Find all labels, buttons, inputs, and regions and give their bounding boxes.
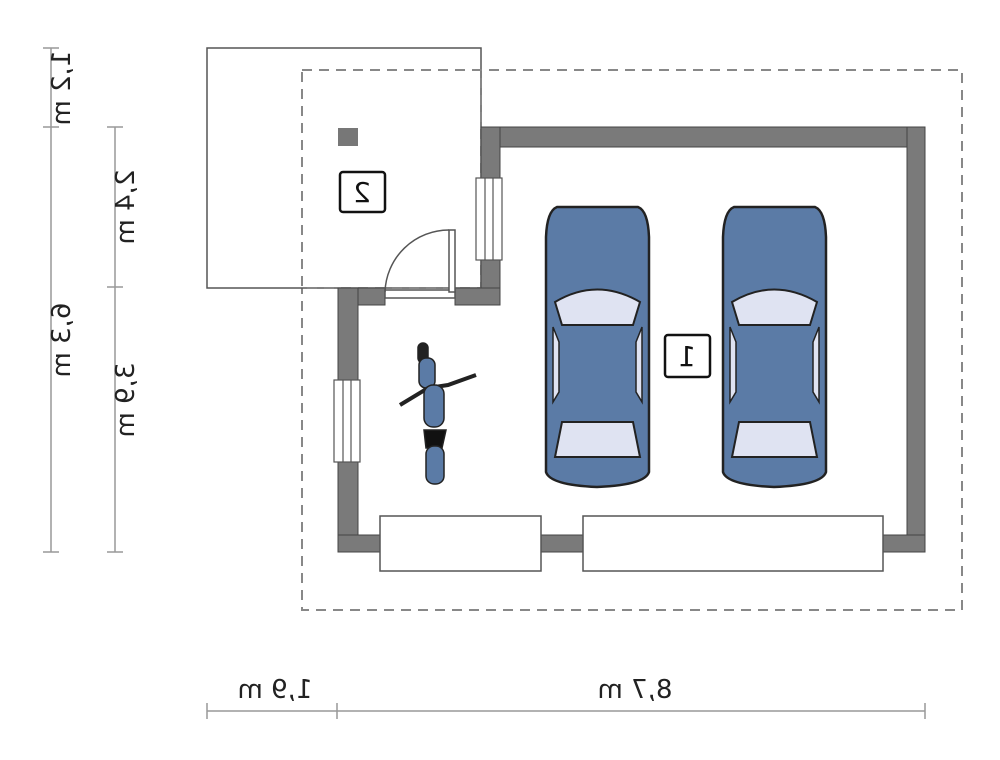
dimension-label: 1,9 m xyxy=(238,675,313,705)
dimension-label: 8,7 m xyxy=(598,675,673,705)
room-1-label: 1 xyxy=(678,340,696,373)
room-1-label-box xyxy=(663,333,712,379)
window-left xyxy=(333,379,361,463)
car-icon xyxy=(544,205,651,489)
garage-walls xyxy=(337,126,926,553)
annex-dashed-overlay xyxy=(301,69,482,289)
chimney-square xyxy=(338,128,358,146)
window-top xyxy=(475,177,503,261)
entry-door xyxy=(384,229,456,299)
annex-room xyxy=(206,47,482,289)
dimension-label: 3,9 m xyxy=(111,363,141,438)
motorcycle-icon xyxy=(398,342,477,485)
roof-outline xyxy=(301,69,963,611)
dimension-label: 2,4 m xyxy=(111,170,141,245)
dimension-lines-bottom xyxy=(206,703,926,719)
dimension-label: 1,2 m xyxy=(47,51,77,126)
garage-door-small xyxy=(379,515,542,572)
dimension-lines-left xyxy=(43,47,123,553)
garage-door-large xyxy=(582,515,884,572)
room-2-label: 2 xyxy=(353,176,371,209)
dimension-label: 6,3 m xyxy=(47,303,77,378)
room-2-label-box xyxy=(338,170,387,214)
car-icon xyxy=(721,205,828,489)
